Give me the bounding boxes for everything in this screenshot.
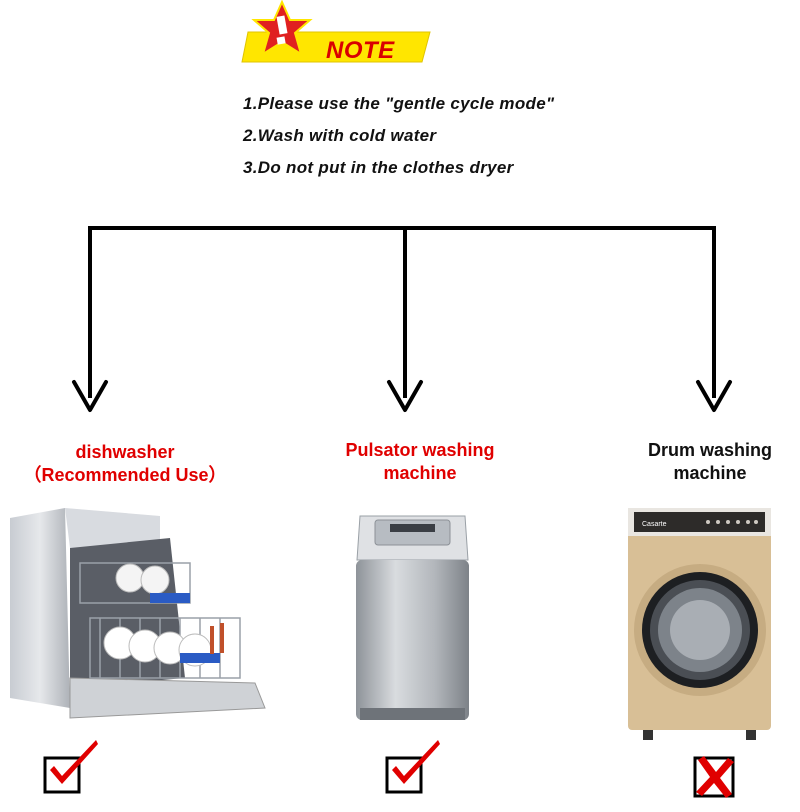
arrow-down-icon	[387, 380, 423, 412]
note-item: 3.Do not put in the clothes dryer	[243, 158, 514, 177]
note-item: 1.Please use the "gentle cycle mode"	[243, 94, 555, 113]
brand-logo: Casarte	[642, 521, 667, 528]
arrow-down-icon	[72, 380, 108, 412]
label-line: dishwasher	[75, 442, 175, 462]
label-line: Pulsator washing	[345, 440, 495, 460]
cross-icon	[693, 756, 735, 798]
option-label-pulsator: Pulsator washing machine	[300, 439, 540, 485]
check-icon	[385, 740, 440, 794]
label-line: machine	[383, 463, 457, 483]
option-label-dishwasher: dishwasher （Recommended Use）	[0, 441, 250, 487]
drum-washer-image: Casarte	[628, 508, 771, 740]
label-line: （Recommended Use）	[23, 465, 227, 485]
note-banner	[241, 0, 431, 63]
label-line: machine	[673, 463, 747, 483]
dishwasher-image	[10, 508, 266, 719]
note-list: 1.Please use the "gentle cycle mode" 2.W…	[243, 92, 554, 188]
note-item: 2.Wash with cold water	[243, 126, 437, 145]
note-title: NOTE	[326, 37, 395, 64]
label-line: Drum washing	[647, 440, 772, 460]
arrow-down-icon	[696, 380, 732, 412]
option-label-drum: Drum washing machine	[620, 439, 800, 485]
pulsator-washer-image	[356, 515, 469, 720]
check-icon	[43, 740, 98, 794]
branch-diagram	[72, 226, 732, 412]
